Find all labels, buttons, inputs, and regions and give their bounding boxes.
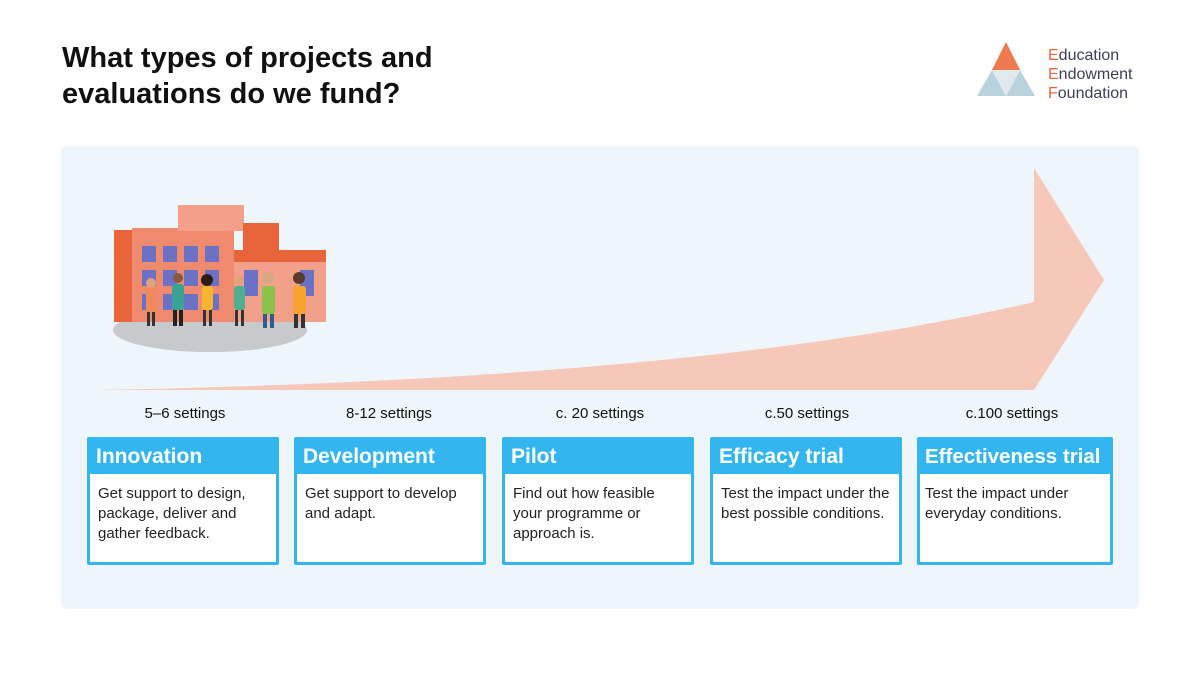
stage-description: Get support to design, package, deliver … <box>98 485 246 542</box>
eef-logo: Education Endowment Foundation <box>975 40 1175 110</box>
stage-title: Pilot <box>505 440 691 474</box>
stage-card-pilot: Pilot Find out how feasible your program… <box>502 437 694 565</box>
stage-card-innovation: Innovation Get support to design, packag… <box>87 437 279 565</box>
page-title: What types of projects and evaluations d… <box>62 42 433 110</box>
stage-description: Test the impact under the best possible … <box>721 485 890 522</box>
stage-title: Efficacy trial <box>713 440 899 474</box>
stage-settings-pilot: c. 20 settings <box>555 405 645 422</box>
logo-text: Education Endowment Foundation <box>1048 46 1133 103</box>
logo-line-2: Endowment <box>1048 66 1133 83</box>
logo-line-3: Foundation <box>1048 85 1129 102</box>
logo-line-1: Education <box>1048 47 1120 64</box>
stage-settings-effectiveness: c.100 settings <box>965 405 1059 422</box>
school-illustration <box>113 205 326 352</box>
stage-card-effectiveness: Effectiveness trial Test the impact unde… <box>917 437 1113 565</box>
stage-description: Find out how feasible your programme or … <box>513 485 655 542</box>
stage-description: Get support to develop and adapt. <box>305 485 457 522</box>
stage-title: Effectiveness trial <box>920 440 1110 474</box>
stage-settings-innovation: 5–6 settings <box>144 405 226 422</box>
stage-description: Test the impact under everyday condition… <box>925 485 1069 522</box>
stage-settings-efficacy: c.50 settings <box>764 405 850 422</box>
triangle-logo-icon <box>977 42 1035 96</box>
stage-settings-development: 8-12 settings <box>346 405 432 422</box>
stage-title: Development <box>297 440 483 474</box>
stage-card-development: Development Get support to develop and a… <box>294 437 486 565</box>
stage-card-efficacy: Efficacy trial Test the impact under the… <box>710 437 902 565</box>
stage-title: Innovation <box>90 440 276 474</box>
